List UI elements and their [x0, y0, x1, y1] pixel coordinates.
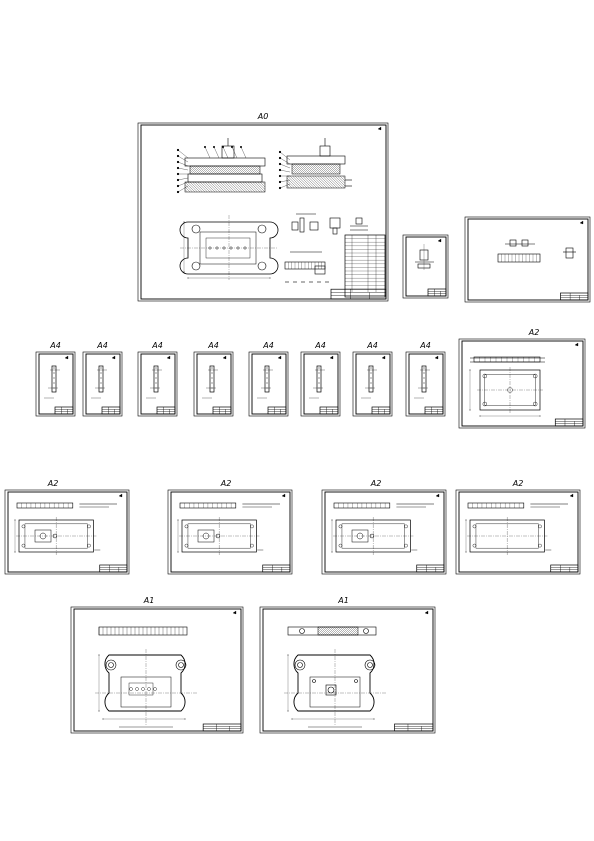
drawing-sheet-a4-8[interactable]: A4 — [405, 341, 446, 417]
drawing-sheet-a1-base-1[interactable]: A1 — [70, 596, 244, 734]
drawing-sheet-a4-6[interactable]: A4 — [300, 341, 341, 417]
sheet-size-label: A4 — [419, 341, 431, 350]
sheet-size-label: A1 — [337, 596, 349, 605]
drawing-sheet-a4-4[interactable]: A4 — [193, 341, 234, 417]
drawing-sheet-a4-small[interactable] — [402, 234, 449, 299]
sheet-size-label: A4 — [262, 341, 274, 350]
sheet-size-label: A4 — [96, 341, 108, 350]
sheet-size-label: A2 — [47, 479, 59, 488]
drawing-sheet-a4-1[interactable]: A4 — [35, 341, 76, 417]
sheet-size-label: A2 — [528, 328, 540, 337]
assembly-plan-view — [179, 215, 279, 280]
sheet-size-label: A4 — [49, 341, 61, 350]
sheet-size-label: A2 — [220, 479, 232, 488]
drawing-sheet-a4-2[interactable]: A4 — [82, 341, 123, 417]
sheet-size-label: A2 — [512, 479, 524, 488]
drawing-sheet-a2-plate-2[interactable]: A2 — [4, 479, 130, 575]
sheet-size-label: A4 — [151, 341, 163, 350]
assembly-section-front — [176, 138, 266, 194]
sheet-size-label: A4 — [366, 341, 378, 350]
drawing-sheet-a2-plate-5[interactable]: A2 — [455, 479, 581, 575]
drawing-sheet-a2-plate-4[interactable]: A2 — [321, 479, 447, 575]
assembly-detail-views — [284, 213, 368, 283]
drawing-sheet-a4-5[interactable]: A4 — [248, 341, 289, 417]
sheet-size-label: A4 — [207, 341, 219, 350]
drawing-sheet-a2-plate-3[interactable]: A2 — [167, 479, 293, 575]
drawing-sheet-a4-3[interactable]: A4 — [137, 341, 178, 417]
sheet-size-label: A0 — [257, 112, 269, 121]
sheet-size-label: A2 — [370, 479, 382, 488]
drawing-sheet-a3-parts[interactable] — [464, 216, 591, 303]
drawing-sheet-a4-7[interactable]: A4 — [352, 341, 393, 417]
sheet-size-label: A1 — [143, 596, 155, 605]
parts-list-table — [344, 234, 386, 298]
assembly-section-side — [278, 138, 352, 190]
drawing-sheet-a1-base-2[interactable]: A1 — [259, 596, 436, 734]
sheet-size-label: A4 — [314, 341, 326, 350]
drawing-sheet-a2-plate-1[interactable]: A2 — [458, 328, 586, 429]
drawing-sheet-a0-assembly[interactable]: A0 — [137, 112, 389, 302]
